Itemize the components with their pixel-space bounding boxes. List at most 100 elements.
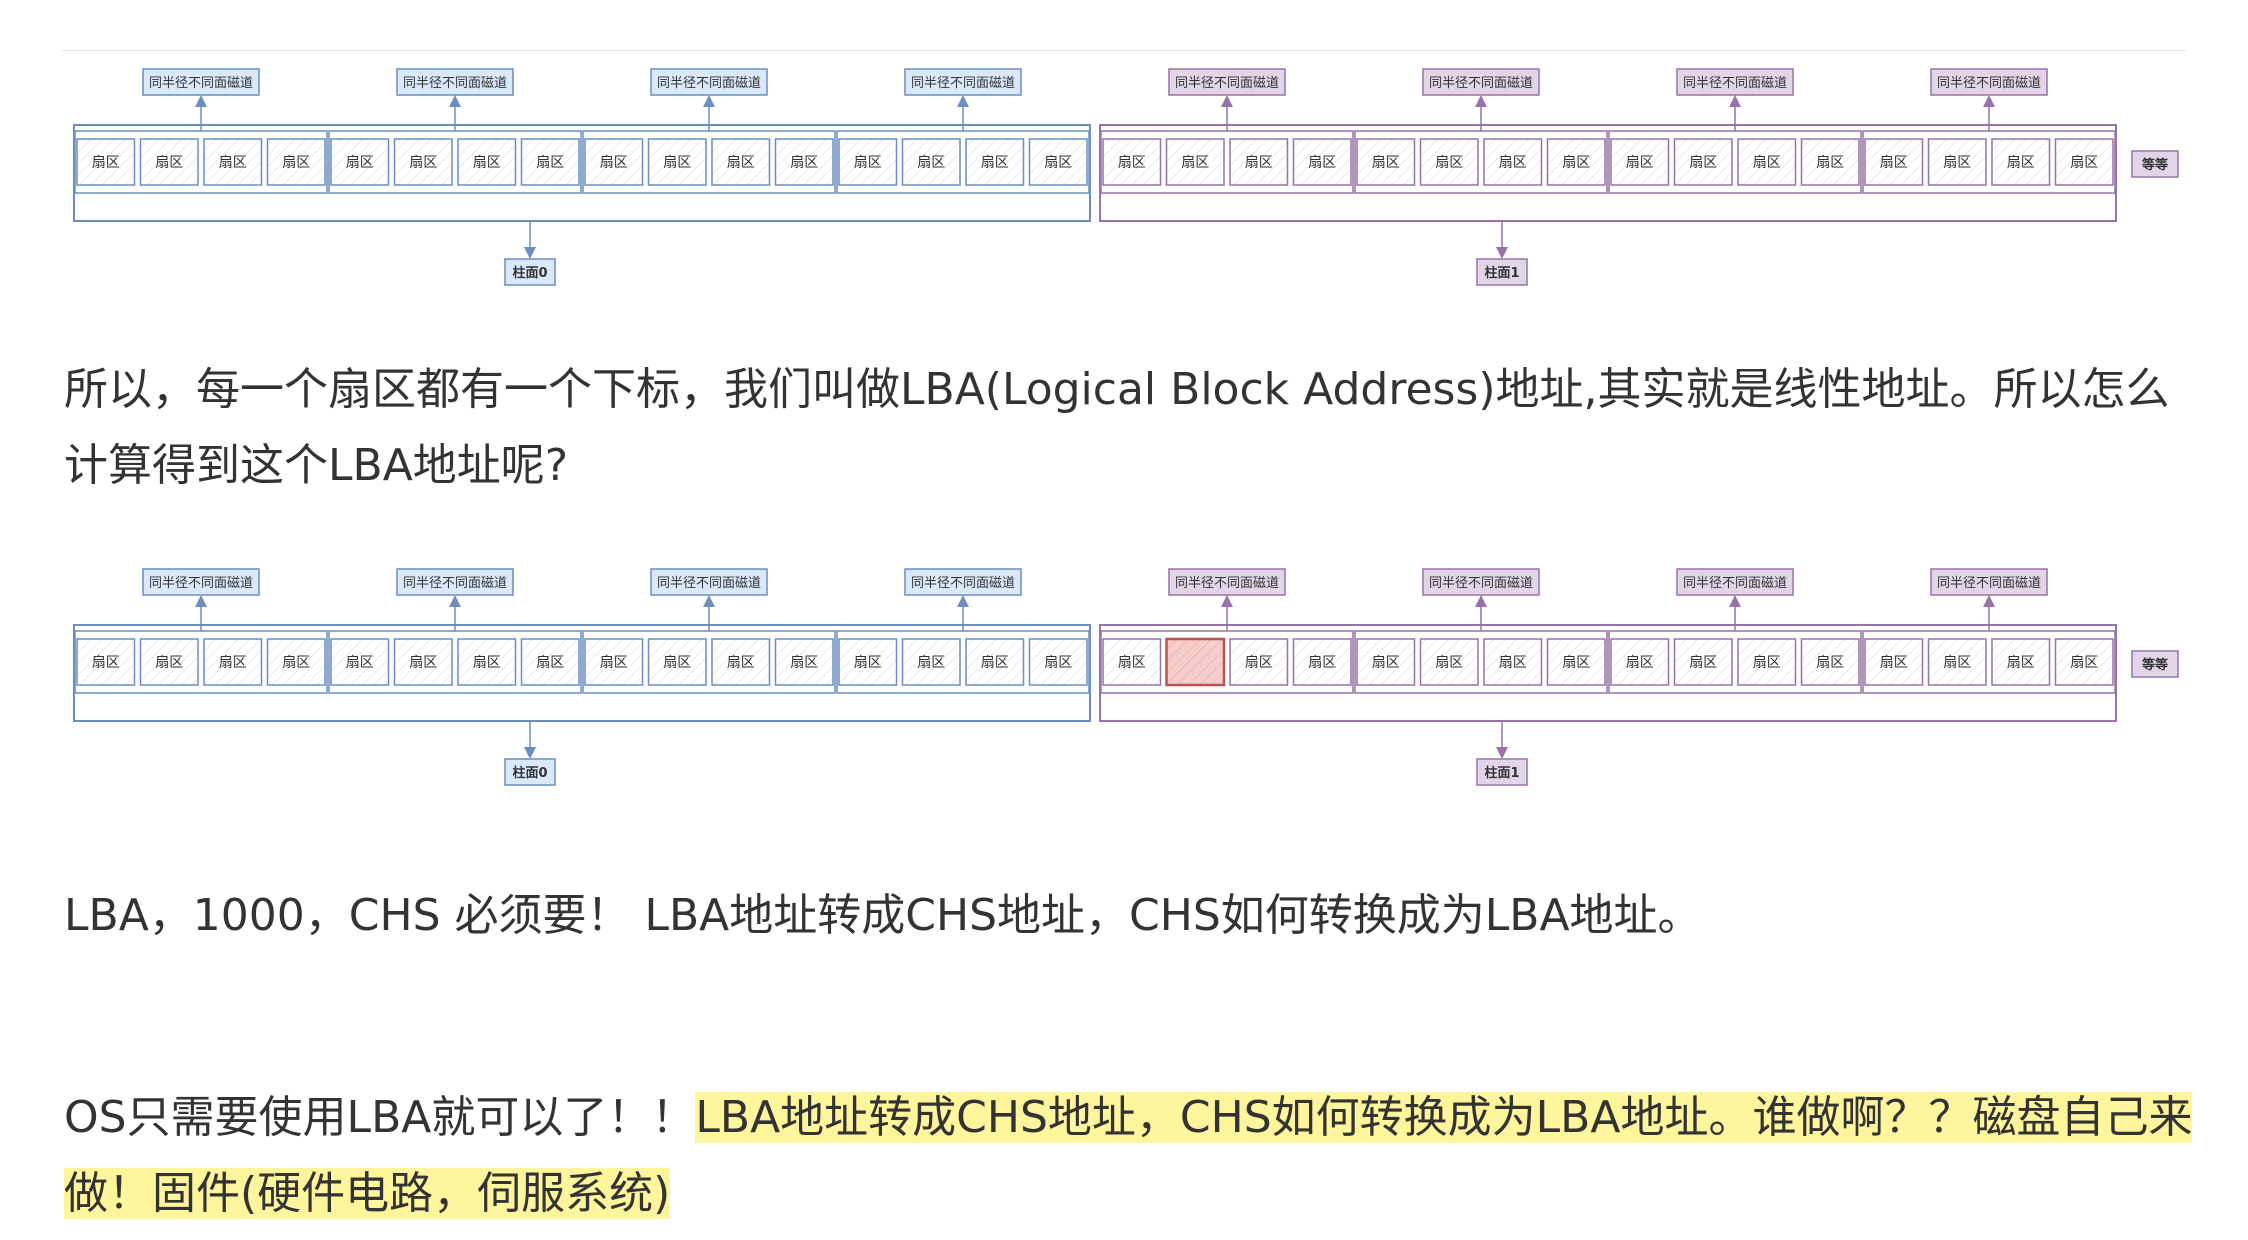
track-label-box [1930,68,2048,96]
sector-hatch [1738,139,1796,185]
sector-label: 扇区 [473,655,501,671]
sector-hatch [77,139,135,185]
sector-hatch [839,639,897,685]
sector-hatch [458,139,516,185]
track-label-text: 同半径不同面磁道 [657,576,761,591]
paragraph-os-lba: OS只需要使用LBA就可以了！！LBA地址转成CHS地址，CHS如何转换成为LB… [64,1080,2194,1232]
disk-sector-diagram-1: 同半径不同面磁道扇区 扇区 扇区 扇区 同半径不同面磁道扇区 扇区 扇区 扇区 同半径不同面磁道… [62,55,2186,295]
sector-label: 扇区 [1499,155,1527,171]
sector-hatch [1103,639,1161,685]
sector-hatch [648,139,706,185]
track-label-text: 同半径不同面磁道 [403,576,507,591]
sector-label: 扇区 [219,155,247,171]
track-label-text: 同半径不同面磁道 [149,76,253,91]
track-label-text: 同半径不同面磁道 [1175,76,1279,91]
cylinder-label-box [504,758,556,786]
sector-hatch [1357,139,1415,185]
sector-label: 扇区 [1308,655,1336,671]
sector-hatch [585,139,643,185]
cylinder-0-label: 柱面0 [512,265,547,281]
sector-label: 扇区 [727,655,755,671]
sector-hatch [1674,639,1732,685]
track-label-text: 同半径不同面磁道 [1937,76,2041,91]
disk-sector-diagram-2: 同半径不同面磁道扇区扇区扇区扇区同半径不同面磁道扇区扇区扇区扇区同半径不同面磁道… [62,555,2186,795]
cylinder-1-group: 同半径不同面磁道扇区扇区扇区同半径不同面磁道扇区扇区扇区扇区同半径不同面磁道扇区… [1099,568,2117,786]
sector-label: 扇区 [1816,155,1844,171]
sector-label: 扇区 [790,155,818,171]
sector-label: 扇区 [663,155,691,171]
sector-label: 扇区 [473,155,501,171]
etc-label: 等等 [2141,157,2168,173]
sector-hatch [1484,639,1542,685]
sector-hatch [648,639,706,685]
top-divider [62,50,2186,51]
sector-label: 扇区 [2070,155,2098,171]
cylinder-0-label: 柱面0 [512,765,547,781]
sector-hatch [966,639,1024,685]
cylinder-label-box [1476,758,1528,786]
sector-label: 扇区 [536,655,564,671]
sector-hatch [712,139,770,185]
sector-label: 扇区 [1562,155,1590,171]
track-group: 同半径不同面磁道扇区扇区扇区扇区 [328,568,582,694]
sector-label: 扇区 [600,655,628,671]
sector-label: 扇区 [1245,155,1273,171]
cylinder-1-label: 柱面1 [1484,765,1519,781]
etc-group: 等等 [2131,150,2179,178]
sector-hatch [1801,639,1859,685]
sector-hatch [140,139,198,185]
track-label-box [1676,68,1794,96]
sector-label: 扇区 [1689,655,1717,671]
sector-hatch [1293,639,1351,685]
track-label-box [904,68,1022,96]
paragraph-os-lba-plain: OS只需要使用LBA就可以了！！ [64,1092,696,1143]
sector-label: 扇区 [1626,155,1654,171]
sector-hatch [1865,139,1923,185]
sector-hatch [1420,639,1478,685]
sector-label: 扇区 [981,655,1009,671]
sector-label: 扇区 [1308,155,1336,171]
sector-label: 扇区 [346,655,374,671]
sector-label: 扇区 [1562,655,1590,671]
track-label-box [142,568,260,596]
sector-hatch [775,139,833,185]
sector-hatch [394,139,452,185]
sector-hatch [458,639,516,685]
sector-hatch [902,639,960,685]
track-label-box [1422,568,1540,596]
track-label-box [904,568,1022,596]
track-label-text: 同半径不同面磁道 [1429,576,1533,591]
track-group: 同半径不同面磁道扇区扇区扇区扇区 [1862,68,2116,194]
sector-label: 扇区 [854,155,882,171]
sector-label: 扇区 [1753,155,1781,171]
track-group: 同半径不同面磁道扇区扇区扇区 [1100,568,1354,694]
track-group: 同半径不同面磁道扇区扇区扇区扇区 [582,68,836,194]
sector-hatch [1801,139,1859,185]
track-label-text: 同半径不同面磁道 [149,576,253,591]
track-group: 同半径不同面磁道扇区扇区扇区扇区 [1100,68,1354,194]
sector-hatch [1547,639,1605,685]
sector-label: 扇区 [1435,655,1463,671]
sector-hatch [1029,639,1087,685]
track-label-box [650,68,768,96]
track-label-text: 同半径不同面磁道 [1429,76,1533,91]
sector-hatch [1611,139,1669,185]
sector-hatch [1484,139,1542,185]
sector-label: 扇区 [282,655,310,671]
sector-label: 扇区 [727,155,755,171]
sector-label: 扇区 [1044,155,1072,171]
sector-hatch [204,639,262,685]
etc-box [2131,650,2179,678]
track-group: 同半径不同面磁道扇区扇区扇区扇区 [1862,568,2116,694]
sector-hatch [267,639,325,685]
sector-hatch [394,639,452,685]
sector-hatch [1230,639,1288,685]
sector-label: 扇区 [155,655,183,671]
sector-label: 扇区 [282,155,310,171]
sector-label: 扇区 [1943,155,1971,171]
sector-hatch [712,639,770,685]
sector-hatch [267,139,325,185]
sector-label: 扇区 [600,155,628,171]
